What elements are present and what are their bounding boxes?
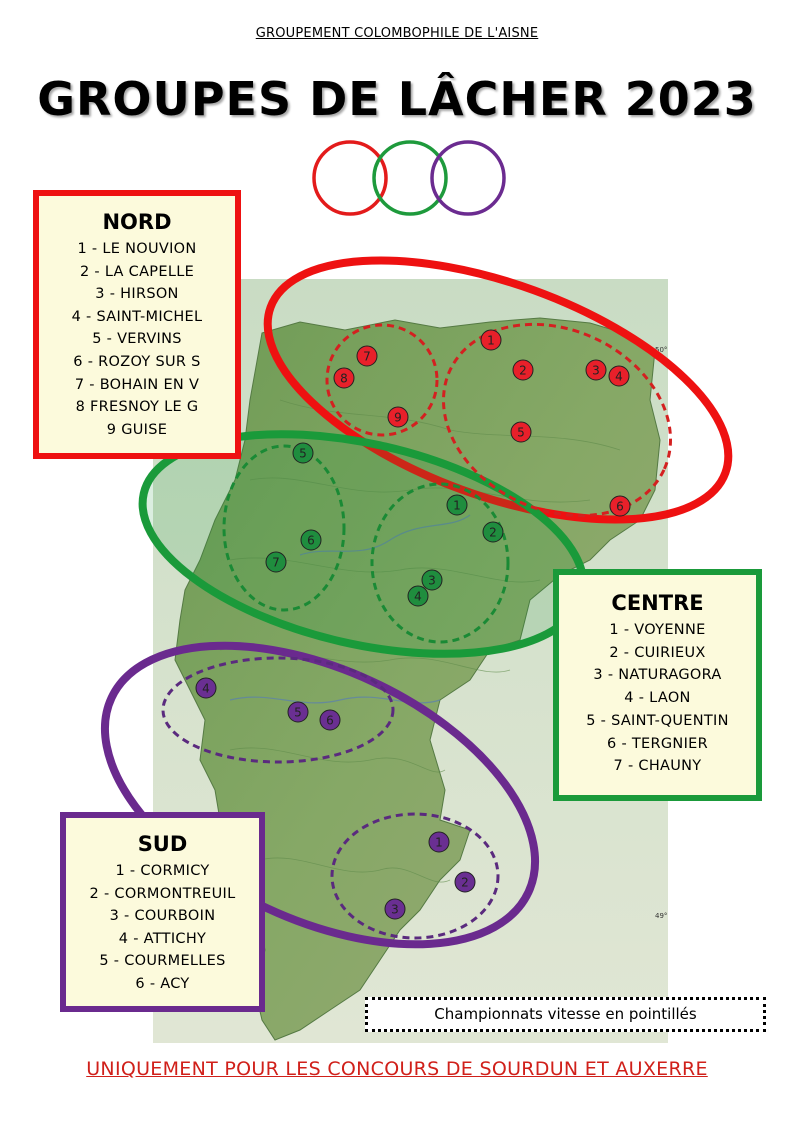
svg-text:6: 6 [616,500,624,514]
marker-centre-5: 5 [292,442,314,464]
marker-sud-6: 6 [319,709,341,731]
marker-nord-2: 2 [512,359,534,381]
list-item: 4 - LAON [624,690,691,707]
centre-list: 1 - VOYENNE 2 - CUIRIEUX 3 - NATURAGORA … [559,619,756,778]
list-item: 7 - CHAUNY [613,758,702,775]
svg-text:4: 4 [414,590,422,604]
marker-centre-3: 3 [421,569,443,591]
list-item: 5 - COURMELLES [99,953,226,970]
sud-speed-south [330,812,500,940]
list-item: 4 - SAINT-MICHEL [71,308,203,325]
svg-text:3: 3 [592,364,600,378]
markers: 1 2 3 4 5 6 7 8 9 1 2 3 4 5 6 7 1 2 3 4 … [195,329,631,920]
svg-text:2: 2 [519,364,527,378]
list-item: 6 - ACY [135,975,190,992]
footer-note: UNIQUEMENT POUR LES CONCOURS DE SOURDUN … [86,1058,708,1080]
marker-nord-3: 3 [585,359,607,381]
svg-text:7: 7 [272,556,280,570]
marker-centre-1: 1 [446,494,468,516]
sud-speed-north [161,656,395,764]
centre-speed-west [222,444,346,612]
marker-centre-7: 7 [265,551,287,573]
svg-text:1: 1 [453,499,461,513]
list-item: 2 - CUIRIEUX [609,644,706,661]
svg-text:3: 3 [428,574,436,588]
svg-text:7: 7 [363,350,371,364]
list-item: 1 - CORMICY [115,863,210,879]
svg-text:4: 4 [202,682,210,696]
marker-centre-6: 6 [300,529,322,551]
centre-group-box: CENTRE 1 - VOYENNE 2 - CUIRIEUX 3 - NATU… [553,569,762,801]
legend-note: Championnats vitesse en pointillés [365,997,766,1032]
svg-text:3: 3 [391,903,399,917]
list-item: 5 - SAINT-QUENTIN [586,712,729,729]
sud-title: SUD [137,832,188,856]
svg-text:5: 5 [517,426,525,440]
marker-sud-1: 1 [428,831,450,853]
marker-sud-4: 4 [195,677,217,699]
speed-championship-areas [161,322,673,940]
marker-nord-6: 6 [609,495,631,517]
sud-group-box: SUD 1 - CORMICY 2 - CORMONTREUIL 3 - COU… [60,812,265,1012]
marker-nord-5: 5 [510,421,532,443]
page-title: GROUPES DE LÂCHER 2023 [37,72,757,126]
list-item: 8 FRESNOY LE G [75,399,199,416]
marker-sud-5: 5 [287,701,309,723]
nord-list: 1 - LE NOUVION 2 - LA CAPELLE 3 - HIRSON… [39,238,235,441]
list-item: 6 - TERGNIER [607,735,708,752]
list-item: 7 - BOHAIN EN V [74,376,200,393]
nord-group-box: NORD 1 - LE NOUVION 2 - LA CAPELLE 3 - H… [33,190,241,459]
marker-centre-2: 2 [482,521,504,543]
svg-text:4: 4 [615,370,623,384]
marker-nord-9: 9 [387,406,409,428]
list-item: 5 - VERVINS [92,331,182,348]
list-item: 4 - ATTICHY [118,930,207,947]
list-item: 3 - COURBOIN [109,908,216,925]
svg-text:2: 2 [489,526,497,540]
centre-speed-east [370,482,510,644]
svg-text:9: 9 [394,411,402,425]
svg-text:5: 5 [299,447,307,461]
sud-list: 1 - CORMICY 2 - CORMONTREUIL 3 - COURBOI… [66,860,259,996]
organization-name: GROUPEMENT COLOMBOPHILE DE L'AISNE [255,26,539,41]
marker-nord-8: 8 [333,367,355,389]
svg-text:1: 1 [487,334,495,348]
svg-text:6: 6 [326,714,334,728]
list-item: 1 - VOYENNE [609,622,706,638]
nord-zone [263,256,733,524]
nord-title: NORD [102,210,172,234]
nord-speed-west [325,323,439,437]
svg-text:6: 6 [307,534,315,548]
marker-nord-7: 7 [356,345,378,367]
rings-logo [312,140,506,216]
latitude-label-50: 50° [655,346,667,354]
list-item: 2 - LA CAPELLE [79,263,195,280]
marker-nord-4: 4 [608,365,630,387]
list-item: 3 - NATURAGORA [593,667,722,684]
svg-text:2: 2 [461,876,469,890]
list-item: 3 - HIRSON [95,286,179,303]
svg-text:5: 5 [294,706,302,720]
list-item: 6 - ROZOY SUR S [73,353,201,370]
marker-nord-1: 1 [480,329,502,351]
svg-text:8: 8 [340,372,348,386]
latitude-label-49: 49° [655,912,667,920]
marker-centre-4: 4 [407,585,429,607]
list-item: 1 - LE NOUVION [77,241,197,257]
svg-text:1: 1 [435,836,443,850]
nord-speed-east [441,322,673,518]
list-item: 2 - CORMONTREUIL [89,885,236,902]
centre-title: CENTRE [611,591,704,615]
marker-sud-2: 2 [454,871,476,893]
list-item: 9 GUISE [106,421,168,438]
marker-sud-3: 3 [384,898,406,920]
